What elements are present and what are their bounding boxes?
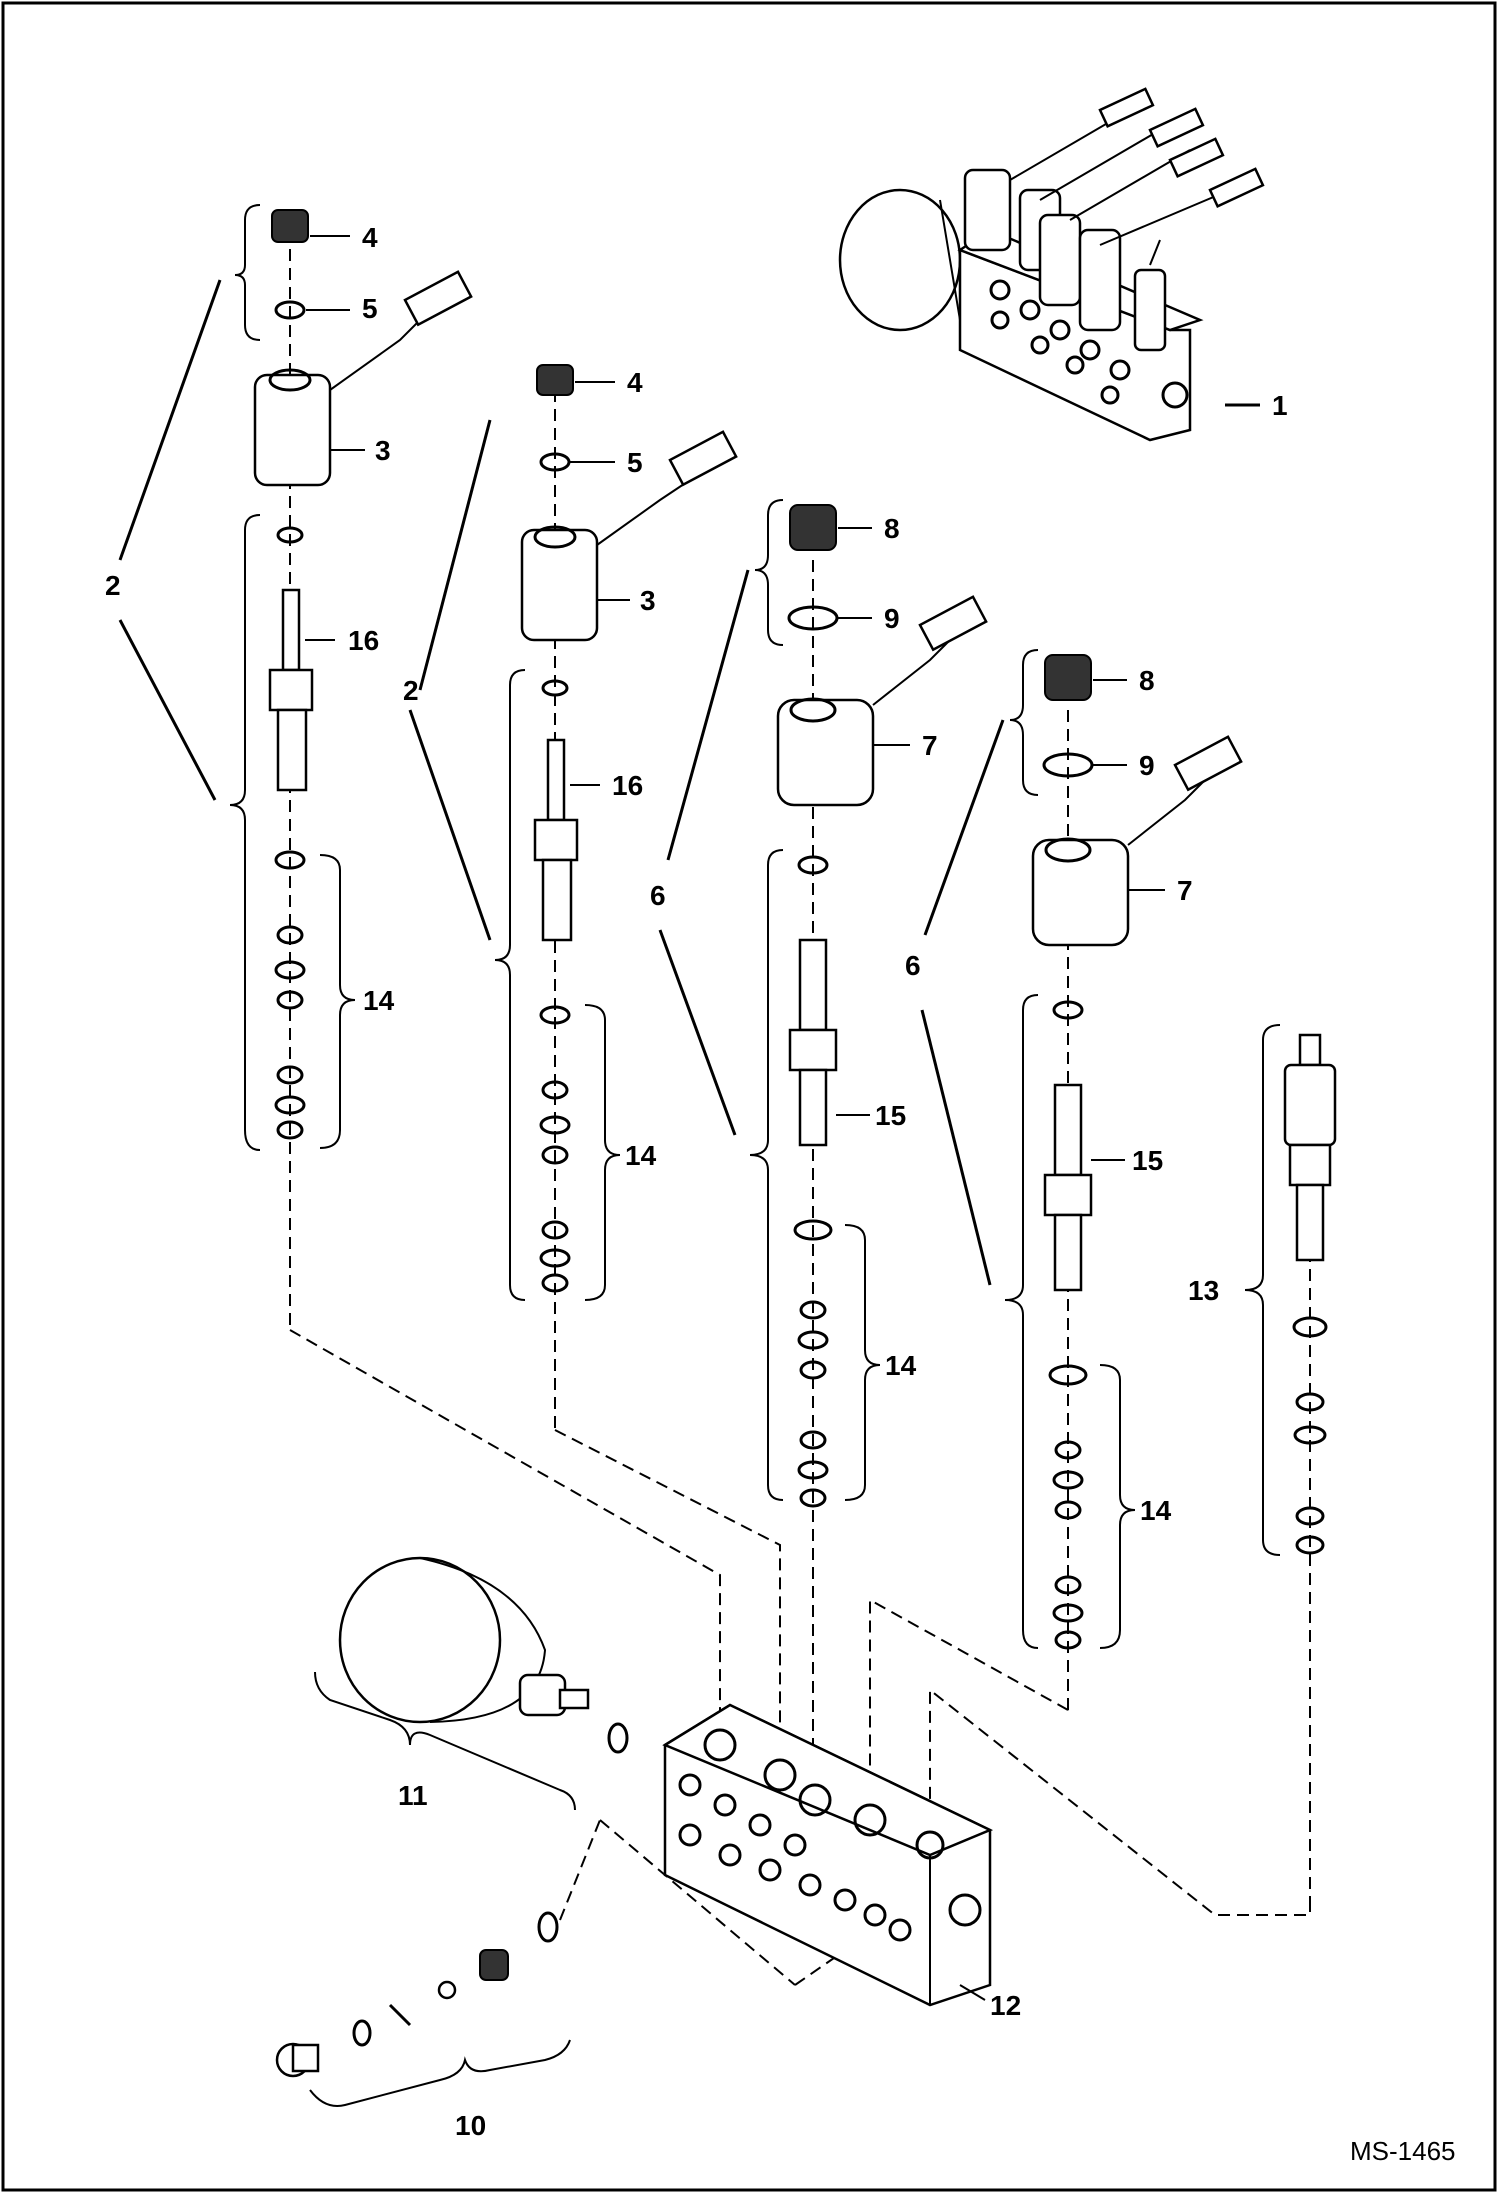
solenoid-stack-d [1031, 654, 1243, 1710]
cartridge-stack-13 [1283, 1033, 1337, 1900]
callout-2a: 2 [105, 570, 121, 601]
callout-12: 12 [990, 1990, 1021, 2021]
callout-2b: 2 [403, 675, 419, 706]
callout-9a: 9 [884, 603, 900, 634]
callout-8b: 8 [1139, 665, 1155, 696]
callout-14a: 14 [363, 985, 395, 1016]
callout-11: 11 [398, 1780, 428, 1811]
callout-6b: 6 [905, 950, 921, 981]
callout-3a: 3 [375, 435, 391, 466]
valve-assembly-1 [838, 87, 1265, 442]
callout-1: 1 [1272, 390, 1288, 421]
callout-15b: 15 [1132, 1145, 1163, 1176]
callout-4b: 4 [627, 367, 643, 398]
accumulator-11 [338, 1556, 629, 1754]
callout-7a: 7 [922, 730, 938, 761]
drawing-code: MS-1465 [1350, 2136, 1456, 2166]
callout-3b: 3 [640, 585, 656, 616]
callout-5b: 5 [627, 447, 643, 478]
callout-14c: 14 [885, 1350, 917, 1381]
callout-16b: 16 [612, 770, 643, 801]
callout-8a: 8 [884, 513, 900, 544]
solenoid-stack-c [776, 504, 988, 1790]
callout-5a: 5 [362, 293, 378, 324]
callout-15a: 15 [875, 1100, 906, 1131]
callout-9b: 9 [1139, 750, 1155, 781]
callout-14d: 14 [1140, 1495, 1172, 1526]
callout-4a: 4 [362, 222, 378, 253]
callout-6a: 6 [650, 880, 666, 911]
callout-14b: 14 [625, 1140, 657, 1171]
callout-16a: 16 [348, 625, 379, 656]
relief-kit-10 [275, 1819, 601, 2078]
solenoid-stack-b [520, 364, 738, 1430]
solenoid-stack-a [253, 209, 473, 1330]
callout-10: 10 [455, 2110, 486, 2141]
callout-13: 13 [1188, 1275, 1219, 1306]
callout-7b: 7 [1177, 875, 1193, 906]
manifold-block-12 [662, 1703, 994, 2007]
